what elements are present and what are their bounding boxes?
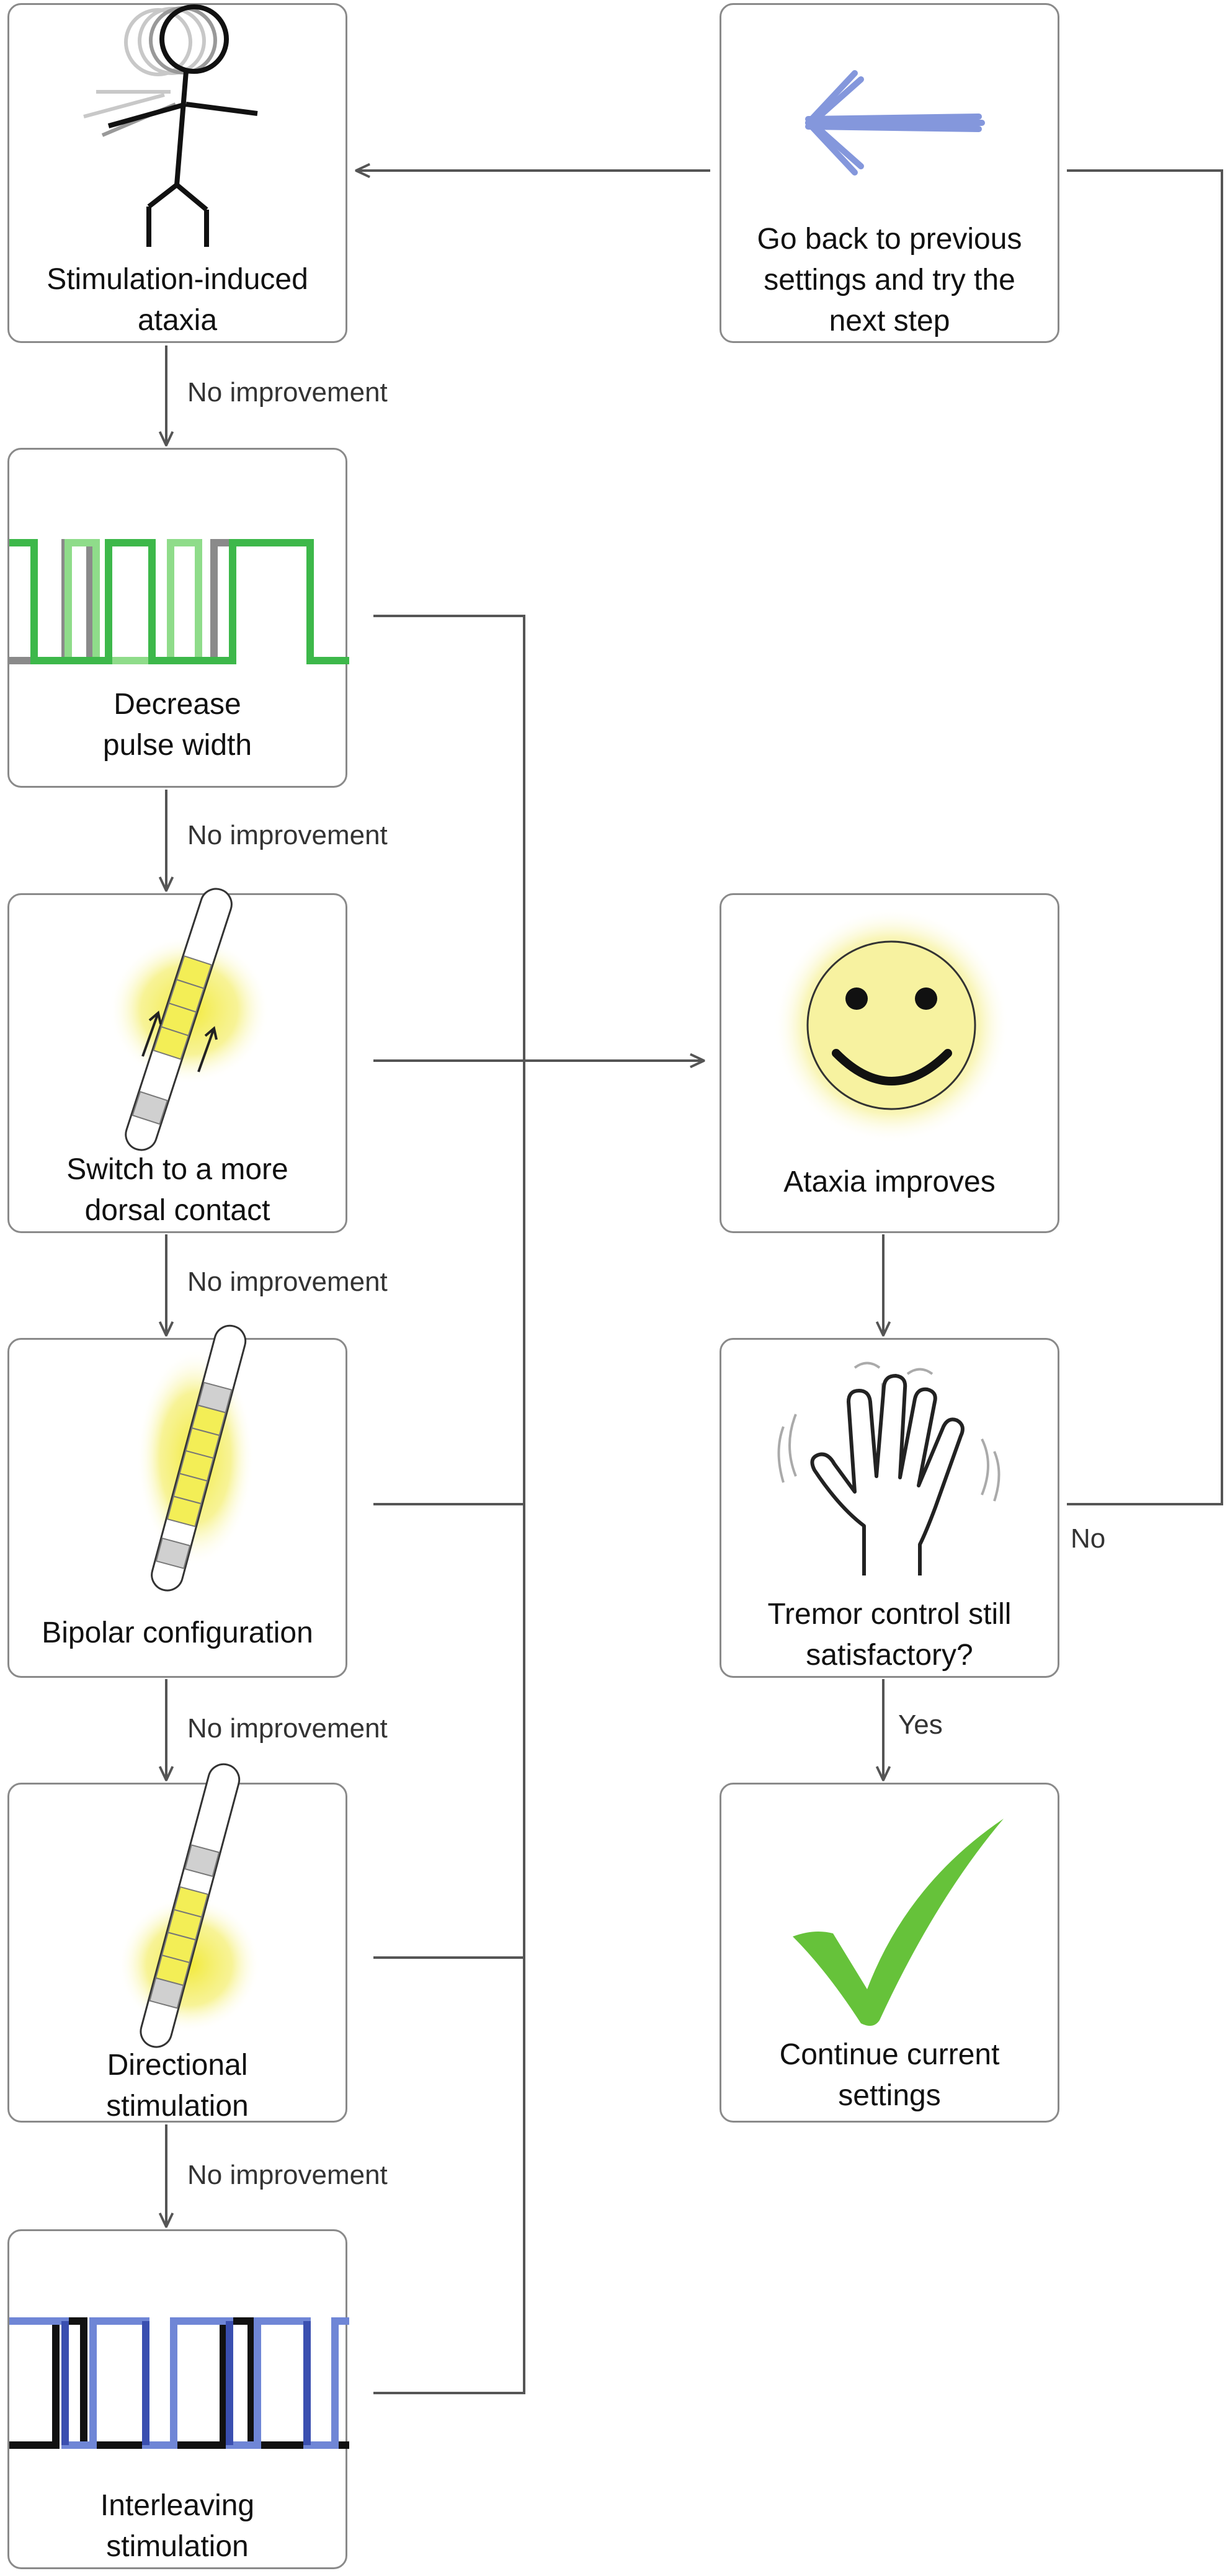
node-directional-stimulation: Directional stimulation xyxy=(7,1763,347,2123)
edge-label-yes: Yes xyxy=(898,1709,943,1740)
node-label: Interleaving xyxy=(100,2489,255,2522)
node-label: stimulation xyxy=(106,2090,249,2123)
node-decrease-pulse-width: Decrease pulse width xyxy=(7,448,349,788)
pulse-wave-icon xyxy=(9,539,349,664)
arrow-no-loop xyxy=(1067,169,1223,1505)
node-label: Decrease xyxy=(114,688,241,721)
interleaved-pulse-wave-icon xyxy=(9,2317,349,2449)
checkmark-icon xyxy=(793,1819,1004,2026)
electrode-lead-with-arrows-icon xyxy=(109,888,270,1151)
node-label: Stimulation-induced xyxy=(47,263,308,296)
node-label: stimulation xyxy=(106,2530,249,2563)
edge-label-no-improvement: No improvement xyxy=(187,377,388,408)
node-label: Ataxia improves xyxy=(783,1165,996,1198)
node-label: settings xyxy=(838,2079,941,2112)
left-arrow-icon xyxy=(805,70,985,176)
node-label: ataxia xyxy=(137,304,218,337)
edge-label-no-improvement: No improvement xyxy=(187,820,388,850)
electrode-lead-icon xyxy=(118,1763,261,2048)
electrode-lead-icon xyxy=(136,1324,254,1592)
smiley-face-icon xyxy=(773,907,1009,1143)
node-label: Switch to a more xyxy=(66,1153,288,1186)
node-go-back: Go back to previous settings and try the… xyxy=(720,3,1059,343)
edge-label-no-improvement: No improvement xyxy=(187,1267,388,1297)
node-label: next step xyxy=(829,305,950,337)
node-label: dorsal contact xyxy=(84,1194,270,1227)
node-stimulation-induced-ataxia: Stimulation-induced ataxia xyxy=(7,3,347,343)
node-label: Continue current xyxy=(779,2038,1000,2071)
edge-label-no: No xyxy=(1071,1523,1106,1554)
node-ataxia-improves: Ataxia improves xyxy=(720,893,1059,1233)
node-label: Tremor control still xyxy=(767,1598,1012,1631)
node-label: settings and try the xyxy=(764,264,1015,296)
node-label: Go back to previous xyxy=(757,223,1022,256)
edge-label-no-improvement: No improvement xyxy=(187,2160,388,2190)
node-label: Directional xyxy=(107,2049,248,2082)
node-bipolar-configuration: Bipolar configuration xyxy=(7,1324,347,1678)
shaking-hand-icon xyxy=(777,1362,1000,1575)
node-label: pulse width xyxy=(102,729,252,762)
node-label: Bipolar configuration xyxy=(42,1616,313,1649)
wobbling-stick-figure-icon xyxy=(83,4,258,247)
node-continue-current-settings: Continue current settings xyxy=(720,1783,1059,2123)
node-interleaving-stimulation: Interleaving stimulation xyxy=(7,2229,349,2569)
node-switch-dorsal-contact: Switch to a more dorsal contact xyxy=(7,888,347,1233)
edge-label-no-improvement: No improvement xyxy=(187,1713,388,1744)
node-label: satisfactory? xyxy=(806,1639,973,1672)
node-tremor-control: Tremor control still satisfactory? xyxy=(720,1338,1059,1678)
